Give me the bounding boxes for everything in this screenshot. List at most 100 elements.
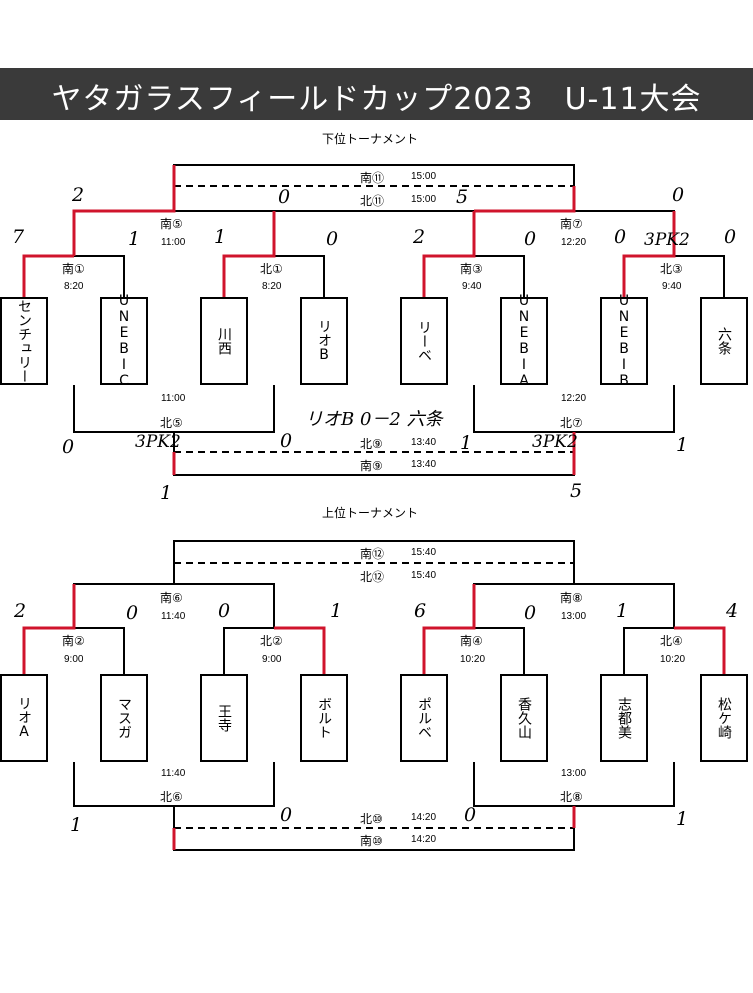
match-label: 南⑨ [360, 459, 383, 473]
score: 0 [524, 228, 537, 250]
team-box: UNEBIC [100, 293, 148, 389]
score: 3PK2 [644, 230, 690, 250]
score: 0 [614, 226, 627, 248]
match-time: 9:00 [64, 654, 84, 665]
match-label: 南⑪ [360, 171, 385, 185]
score: 0 [724, 226, 737, 248]
match-label: 北① [260, 262, 283, 276]
match-time: 10:20 [460, 654, 486, 665]
score: 0 [126, 602, 139, 624]
match-time: 9:00 [262, 654, 282, 665]
score: 0 [278, 186, 291, 208]
section-upper-title: 上位トーナメント [322, 506, 419, 520]
score: 1 [128, 228, 141, 250]
match-time: 13:00 [561, 768, 587, 779]
team-box: 王寺 [200, 674, 248, 762]
match-time: 8:20 [262, 281, 282, 292]
team-box: UNEBIA [500, 293, 548, 389]
score-note: リオB 0－2 六条 [305, 409, 443, 430]
match-label: 南② [62, 634, 85, 648]
match-time: 10:20 [660, 654, 686, 665]
team-box: 松ケ崎 [700, 674, 748, 762]
score: 0 [326, 228, 339, 250]
team-box: 志都美 [600, 674, 648, 762]
match-time: 15:40 [411, 547, 437, 558]
match-time: 15:00 [411, 171, 437, 182]
score: 6 [414, 600, 427, 622]
match-time: 11:00 [161, 393, 186, 404]
match-time: 11:00 [161, 237, 186, 248]
match-time: 12:20 [561, 237, 587, 248]
team-box: 六条 [700, 297, 748, 385]
score: 1 [214, 226, 227, 248]
match-label: 北⑫ [360, 570, 385, 584]
match-label: 南⑧ [560, 591, 583, 605]
section-lower-title: 下位トーナメント [322, 132, 419, 146]
score: 0 [218, 600, 231, 622]
score: 5 [456, 186, 469, 208]
score: 2 [14, 600, 27, 622]
match-label: 北⑩ [360, 812, 383, 826]
score: 2 [413, 226, 426, 248]
match-time: 12:20 [561, 393, 587, 404]
team-box: リオA [0, 674, 48, 762]
score: 0 [672, 184, 685, 206]
match-time: 13:40 [411, 459, 437, 470]
match-label: 北⑧ [560, 790, 583, 804]
page-title: ヤタガラスフィールドカップ2023 U-11大会 [51, 82, 702, 117]
score: 0 [280, 804, 293, 826]
score: 1 [70, 814, 83, 836]
score: 0 [524, 602, 537, 624]
score: 5 [570, 480, 583, 502]
match-label: 南⑥ [160, 591, 183, 605]
match-label: 北⑪ [360, 194, 385, 208]
team-box: 川西 [200, 297, 248, 385]
score: 1 [676, 808, 689, 830]
match-time: 9:40 [662, 281, 682, 292]
match-time: 13:40 [411, 437, 437, 448]
match-time: 11:40 [161, 768, 186, 779]
team-box: センチュリー [0, 297, 48, 385]
match-label: 南④ [460, 634, 483, 648]
match-label: 北⑨ [360, 437, 383, 451]
score: 2 [72, 184, 85, 206]
score: 1 [330, 600, 343, 622]
score: 1 [160, 482, 173, 504]
match-label: 北⑦ [560, 416, 583, 430]
match-time: 15:00 [411, 194, 437, 205]
match-time: 15:40 [411, 570, 437, 581]
match-time: 13:00 [561, 611, 587, 622]
team-box: ボルト [300, 674, 348, 762]
match-label: 北⑤ [160, 416, 183, 430]
match-label: 北② [260, 634, 283, 648]
score: 3PK2 [532, 432, 578, 452]
team-box: UNEBIB [600, 293, 648, 389]
match-label: 南① [62, 262, 85, 276]
match-label: 南⑦ [560, 217, 583, 231]
match-time: 8:20 [64, 281, 84, 292]
score: 3PK2 [135, 432, 181, 452]
match-label: 南⑤ [160, 217, 183, 231]
match-time: 14:20 [411, 812, 437, 823]
team-box: 香久山 [500, 674, 548, 762]
score: 1 [460, 432, 473, 454]
team-box: リーベ [400, 297, 448, 385]
score: 0 [464, 804, 477, 826]
team-box: ポルベ [400, 674, 448, 762]
score: 0 [62, 436, 75, 458]
score: 1 [616, 600, 629, 622]
match-label: 南⑩ [360, 834, 383, 848]
title-bar [0, 68, 753, 120]
match-label: 北⑥ [160, 790, 183, 804]
match-time: 14:20 [411, 834, 437, 845]
match-time: 9:40 [462, 281, 482, 292]
match-label: 南③ [460, 262, 483, 276]
match-label: 北④ [660, 634, 683, 648]
team-box: マスガ [100, 674, 148, 762]
match-time: 11:40 [161, 611, 186, 622]
match-label: 北③ [660, 262, 683, 276]
score: 1 [676, 434, 689, 456]
score: 7 [12, 226, 25, 248]
score: 4 [726, 600, 739, 622]
